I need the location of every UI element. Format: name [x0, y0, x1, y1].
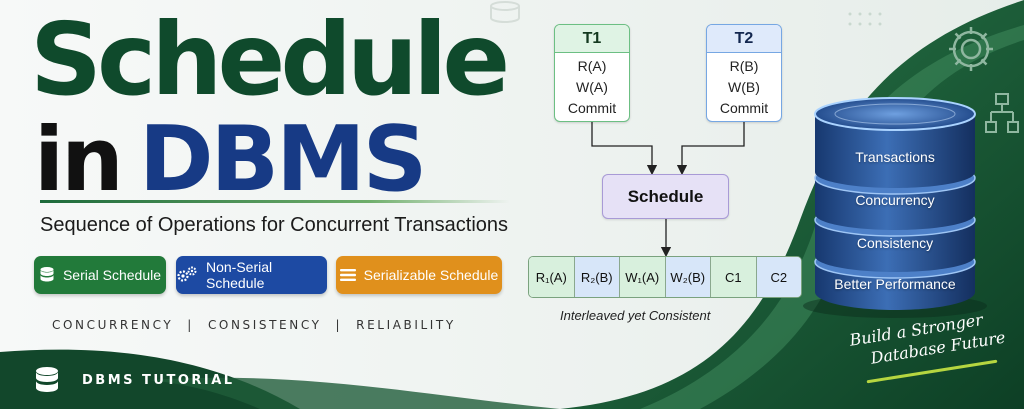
title-word-dbms: DBMS: [138, 107, 428, 212]
transaction-name: T2: [707, 25, 781, 53]
diagram-caption: Interleaved yet Consistent: [560, 308, 711, 323]
keyword-separator: |: [335, 318, 343, 332]
db-layer-consistency: Consistency: [856, 235, 934, 251]
keyword-separator: |: [187, 318, 194, 332]
list-icon: [339, 269, 356, 281]
operation-cell: W₁(A): [620, 257, 666, 297]
operation-cell: R₂(B): [574, 257, 620, 297]
transaction-t1: T1 R(A) W(A) Commit: [554, 24, 630, 122]
hierarchy-icon: [985, 93, 1019, 133]
gears-icon: [177, 266, 197, 282]
transaction-op: Commit: [567, 100, 617, 116]
database-icon: [36, 367, 58, 392]
badge-serial-schedule: Serial Schedule: [34, 256, 166, 294]
badge-label: Serial Schedule: [62, 267, 162, 283]
db-layer-better-performance: Better Performance: [834, 276, 956, 292]
transaction-op: W(A): [576, 79, 608, 95]
badge-non-serial-schedule: Non-Serial Schedule: [176, 256, 327, 294]
keyword-consistency: CONSISTENCY: [207, 318, 322, 332]
footer-label: DBMS TUTORIAL: [82, 373, 235, 388]
title-word-in: in: [34, 108, 124, 211]
operation-cell: C2: [756, 257, 801, 297]
db-layer-transactions: Transactions: [855, 149, 935, 165]
transaction-name: T1: [555, 25, 629, 53]
transaction-op: Commit: [719, 100, 769, 116]
title-underline: [40, 200, 510, 203]
badge-label: Non-Serial Schedule: [206, 259, 273, 291]
page-title-schedule: Schedule: [30, 1, 510, 118]
badge-serializable-schedule: Serializable Schedule: [336, 256, 502, 294]
schedule-node: Schedule: [602, 174, 729, 219]
gear-icon: [949, 27, 993, 71]
keyword-concurrency: CONCURRENCY: [52, 318, 174, 332]
keyword-reliability: RELIABILITY: [356, 318, 456, 332]
operation-cell: R₁(A): [529, 257, 575, 297]
db-layer-concurrency: Concurrency: [855, 192, 935, 208]
operation-cell: W₂(B): [665, 257, 711, 297]
operation-sequence: R₁(A) R₂(B) W₁(A) W₂(B) C1 C2: [528, 256, 802, 298]
badge-label: Serializable Schedule: [363, 267, 499, 283]
transaction-op: W(B): [728, 79, 760, 95]
transaction-t2: T2 R(B) W(B) Commit: [706, 24, 782, 122]
transaction-op: R(B): [729, 58, 759, 74]
keywords-row: CONCURRENCY | CONSISTENCY | RELIABILITY: [52, 318, 456, 332]
transaction-op: R(A): [577, 58, 607, 74]
database-stack: [803, 97, 987, 318]
subtitle: Sequence of Operations for Concurrent Tr…: [40, 214, 509, 236]
operation-cell: C1: [711, 257, 757, 297]
database-icon: [40, 267, 54, 282]
